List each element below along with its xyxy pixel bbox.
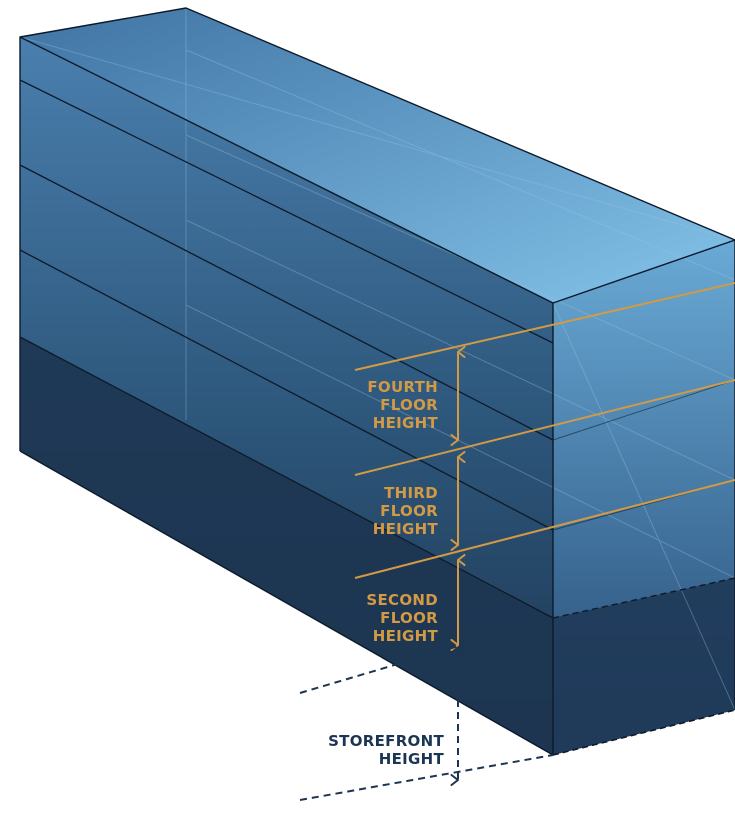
third-floor-bottom-line xyxy=(354,479,735,579)
third-label-line-3: HEIGHT xyxy=(373,520,439,538)
third-floor-label: THIRD FLOOR HEIGHT xyxy=(373,484,439,538)
fourth-floor-top-line xyxy=(354,282,735,371)
storefront-bottom-guide xyxy=(299,754,554,801)
fourth-label-line-3: HEIGHT xyxy=(373,414,439,432)
second-label-line-1: SECOND xyxy=(366,591,438,609)
second-label-line-3: HEIGHT xyxy=(373,627,439,645)
third-label-line-2: FLOOR xyxy=(380,502,438,520)
fourth-floor-label: FOURTH FLOOR HEIGHT xyxy=(367,378,438,432)
top-face xyxy=(20,8,735,303)
storefront-label-line-1: STOREFRONT xyxy=(328,732,444,750)
second-floor-label: SECOND FLOOR HEIGHT xyxy=(366,591,438,645)
storefront-label-line-2: HEIGHT xyxy=(379,750,445,768)
fourth-label-line-2: FLOOR xyxy=(380,396,438,414)
storefront-label: STOREFRONT HEIGHT xyxy=(328,732,444,768)
fourth-floor-bottom-line xyxy=(354,379,735,476)
orange-reference-lines xyxy=(354,282,735,579)
storefront-top-guide xyxy=(299,617,554,694)
storefront-guides xyxy=(299,617,554,801)
ground-floor-side-line xyxy=(552,577,735,619)
second-label-line-2: FLOOR xyxy=(380,609,438,627)
base-side-dashed-edge xyxy=(552,709,735,756)
third-label-line-1: THIRD xyxy=(384,484,438,502)
fourth-label-line-1: FOURTH xyxy=(367,378,438,396)
building-box xyxy=(19,7,735,756)
ground-floor-band-side xyxy=(553,578,735,755)
ground-floor-band-front xyxy=(20,337,553,755)
